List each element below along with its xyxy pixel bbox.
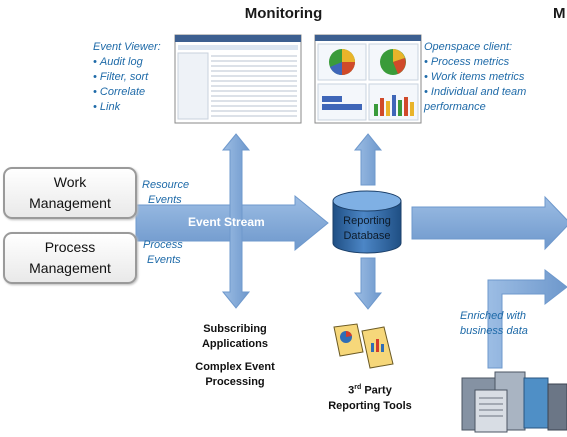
- third-party-tools-label: 3rd Party Reporting Tools: [315, 380, 425, 414]
- event-viewer-item: Filter, sort: [93, 70, 175, 85]
- database-label: Reporting Database: [333, 214, 401, 244]
- third-party-word: Party: [361, 384, 392, 397]
- event-viewer-item: Correlate: [93, 85, 175, 100]
- monitoring-title: Monitoring: [244, 5, 323, 22]
- openspace-item: Process metrics: [424, 55, 567, 70]
- resource-events-line1: Resource: [142, 179, 190, 191]
- resource-events-line2: Events: [148, 194, 182, 206]
- database-line1: Reporting: [343, 215, 391, 227]
- cep-line2: Processing: [205, 376, 265, 388]
- event-viewer-heading: Event Viewer:: [93, 41, 161, 53]
- third-party-line1: 3rd Party: [315, 380, 425, 399]
- work-management-line2: Management: [29, 195, 111, 211]
- third-party-suffix: rd: [354, 384, 362, 391]
- event-viewer-item: Link: [93, 100, 175, 115]
- process-management-line1: Process: [44, 239, 96, 255]
- enrichment-arrow: [487, 268, 567, 369]
- openspace-heading: Openspace client:: [424, 41, 513, 53]
- reporting-database-icon: [332, 190, 402, 254]
- servers-icon: [461, 371, 567, 433]
- complex-event-processing-label: Complex Event Processing: [180, 360, 290, 390]
- database-up-arrow: [353, 133, 383, 186]
- event-stream-label: Event Stream: [188, 215, 265, 229]
- third-party-line2: Reporting Tools: [328, 399, 412, 412]
- process-management-line2: Management: [29, 260, 111, 276]
- process-events-line2: Events: [147, 254, 181, 266]
- event-viewer-screenshot: [174, 34, 302, 124]
- event-viewer-list: Event Viewer: Audit log Filter, sort Cor…: [93, 40, 175, 115]
- output-arrow: [411, 195, 567, 251]
- third-party-number: 3: [348, 384, 355, 397]
- enriched-label: Enriched with business data: [460, 309, 560, 339]
- openspace-item: Individual and team performance: [424, 85, 567, 115]
- process-events-label: Process Events: [143, 238, 203, 268]
- process-events-line1: Process: [143, 239, 183, 251]
- process-management-box: Process Management: [3, 232, 137, 284]
- subscribing-line2: Applications: [201, 338, 268, 350]
- subscribing-line1: Subscribing: [203, 323, 267, 335]
- enriched-line1: Enriched with: [460, 310, 527, 322]
- database-line2: Database: [343, 230, 391, 242]
- subscribing-applications-label: Subscribing Applications: [185, 322, 285, 352]
- openspace-list: Openspace client: Process metrics Work i…: [424, 40, 567, 115]
- openspace-screenshot: [314, 34, 422, 124]
- resource-events-label: Resource Events: [142, 178, 202, 208]
- cep-line1: Complex Event: [195, 361, 275, 373]
- openspace-item: Work items metrics: [424, 70, 567, 85]
- work-management-box: Work Management: [3, 167, 137, 219]
- enriched-line2: business data: [460, 325, 528, 337]
- event-viewer-item: Audit log: [93, 55, 175, 70]
- reporting-tools-icon: [333, 323, 394, 369]
- work-management-line1: Work: [53, 174, 87, 190]
- event-viewer-double-arrow: [221, 133, 251, 309]
- truncated-title: M: [553, 5, 566, 22]
- database-down-arrow: [353, 257, 383, 310]
